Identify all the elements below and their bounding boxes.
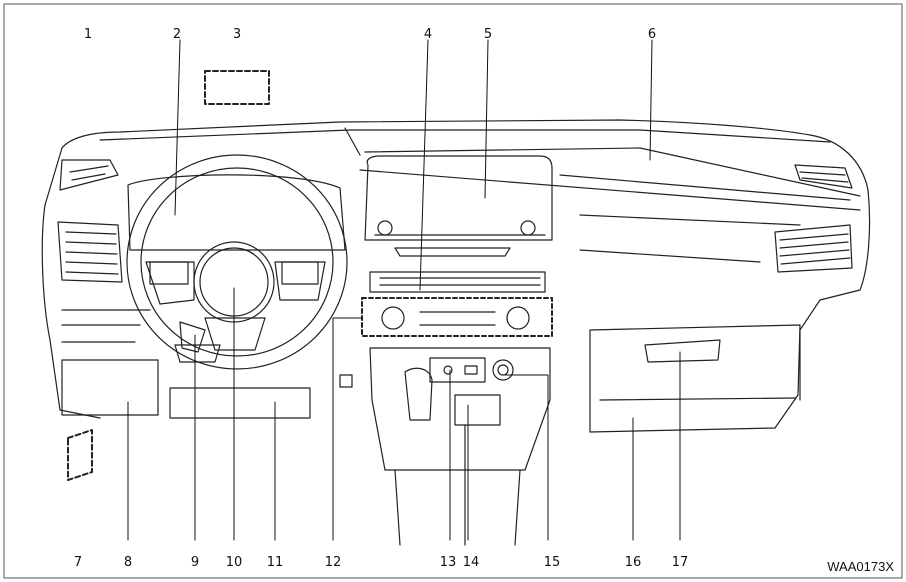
dash-right-end [799,189,871,401]
left-corner-vent [59,159,119,191]
callout-1: 1 [83,27,93,42]
callout-7: 7 [73,555,83,570]
callout-4: 4 [423,27,433,42]
right-corner-vent [794,164,853,189]
callout-14: 14 [462,555,480,570]
dashed-box-7 [67,429,93,481]
lower-left-panel [61,359,159,416]
center-vents [369,271,546,293]
knee-panel [169,387,311,419]
dash-top-inner [99,129,831,143]
meter-cluster [127,174,346,251]
leader-15 [504,374,549,541]
lower-spoke [204,317,266,351]
wiper-stalk [179,321,206,353]
callout-17: 17 [671,555,689,570]
dash-upper-surface [364,147,861,197]
callout-8: 8 [123,555,133,570]
left-knob [381,306,405,330]
frame-border [3,3,903,579]
dash-top-edge [61,119,869,191]
callout-16: 16 [624,555,642,570]
leader-2 [174,39,181,216]
leader-6 [649,39,653,161]
callout-15: 15 [543,555,561,570]
glove-box [589,324,801,433]
steering-wheel-inner [140,167,334,357]
callout-11: 11 [266,555,284,570]
shift-lever [404,367,433,421]
left-spoke [145,261,195,305]
callout-5: 5 [483,27,493,42]
callout-12: 12 [324,555,342,570]
callout-10: 10 [225,555,243,570]
dashed-box-12 [361,297,553,337]
center-console [369,347,551,471]
dashed-box-3 [204,70,270,105]
power-outlet [492,359,514,381]
callout-6: 6 [647,27,657,42]
leader-lines [127,39,681,541]
usb-port-panel [429,357,486,383]
left-side-vent [57,221,123,283]
callout-2: 2 [172,27,182,42]
figure-code: WAA0173X [827,559,894,574]
right-side-vent [774,224,853,273]
leader-12 [332,317,363,541]
right-knob [506,306,530,330]
switch-bank [61,309,151,343]
callout-13: 13 [439,555,457,570]
leader-5 [484,39,489,199]
callout-3: 3 [232,27,242,42]
callout-9: 9 [190,555,200,570]
dash-left-end [41,204,101,419]
touch-display [364,155,553,241]
steering-wheel-outer [126,154,348,370]
leader-4 [419,39,429,291]
glove-box-handle [644,339,721,363]
